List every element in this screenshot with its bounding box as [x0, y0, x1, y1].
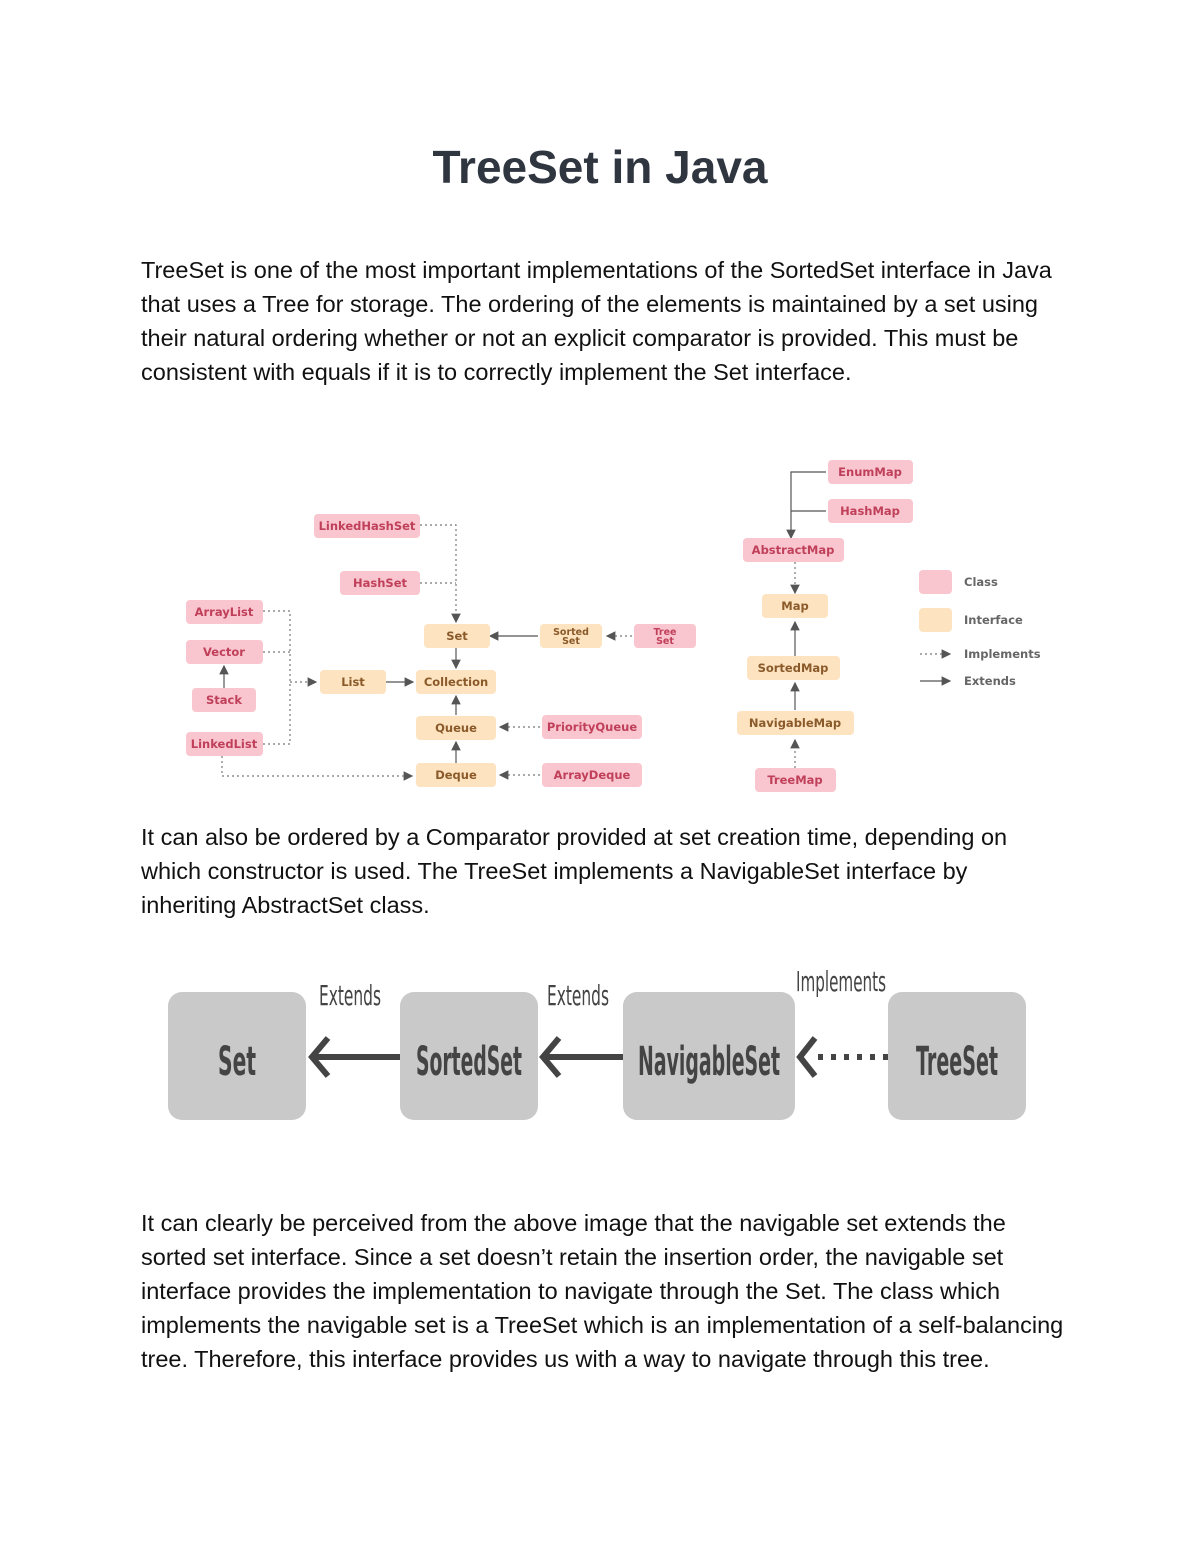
node-queue	[416, 716, 496, 740]
class-nodes	[186, 460, 952, 792]
legend-interface-swatch	[919, 608, 952, 632]
node-stack	[192, 688, 256, 712]
node-treemap	[755, 768, 836, 792]
label-queue: Queue	[435, 721, 477, 735]
interface-nodes	[320, 594, 952, 787]
label-navigablemap: NavigableMap	[749, 716, 841, 730]
legend-interface-label: Interface	[964, 613, 1023, 627]
node-list	[320, 670, 386, 694]
label-sortedmap: SortedMap	[758, 661, 829, 675]
node-treeset	[634, 624, 696, 648]
implements-label: Implements	[796, 965, 886, 998]
node-sortedmap	[747, 656, 840, 680]
node-set	[424, 624, 490, 648]
node-abstractmap	[743, 538, 844, 562]
node-enummap	[828, 460, 913, 484]
extends-label-2: Extends	[547, 979, 609, 1012]
node-deque	[416, 763, 496, 787]
node-linkedlist	[186, 732, 263, 756]
node-arraylist	[186, 600, 263, 624]
node-hashmap	[828, 499, 913, 523]
box-set-label: Set	[218, 1039, 256, 1085]
label-linkedhashset: LinkedHashSet	[319, 519, 416, 533]
label-arraydeque: ArrayDeque	[554, 768, 631, 782]
node-priorityqueue	[542, 715, 642, 739]
label-treeset-1: Tree	[653, 627, 676, 638]
legend-class-swatch	[919, 570, 952, 594]
label-enummap: EnumMap	[838, 465, 902, 479]
navigable-set-paragraph: It can clearly be perceived from the abo…	[141, 1210, 1064, 1372]
box-sortedset	[400, 992, 538, 1120]
label-set: Set	[446, 629, 468, 643]
node-linkedhashset	[314, 514, 420, 538]
label-vector: Vector	[203, 645, 245, 659]
box-navigableset-label: NavigableSet	[638, 1039, 780, 1085]
label-deque: Deque	[435, 768, 477, 782]
node-arraydeque	[542, 763, 642, 787]
legend-class-label: Class	[964, 575, 998, 589]
label-treemap: TreeMap	[767, 773, 822, 787]
label-arraylist: ArrayList	[195, 605, 254, 619]
label-sortedset-2: Set	[562, 636, 580, 647]
label-abstractmap: AbstractMap	[752, 543, 835, 557]
intro-paragraph: TreeSet is one of the most important imp…	[141, 257, 1052, 385]
label-sortedset-1: Sorted	[553, 627, 589, 638]
comparator-paragraph: It can also be ordered by a Comparator p…	[141, 824, 1008, 918]
node-map	[762, 594, 828, 618]
label-collection: Collection	[424, 675, 488, 689]
node-collection	[416, 670, 496, 694]
label-linkedlist: LinkedList	[191, 737, 258, 751]
node-hashset	[340, 571, 420, 595]
legend-implements-label: Implements	[964, 647, 1041, 661]
box-treeset	[888, 992, 1026, 1120]
label-stack: Stack	[206, 693, 242, 707]
label-treeset-2: Set	[656, 636, 674, 647]
node-vector	[186, 640, 263, 664]
box-set	[168, 992, 306, 1120]
node-sortedset	[540, 624, 602, 648]
label-priorityqueue: PriorityQueue	[547, 720, 637, 734]
extends-label-1: Extends	[319, 979, 381, 1012]
page-title: TreeSet in Java	[432, 141, 768, 193]
label-hashset: HashSet	[353, 576, 407, 590]
label-hashmap: HashMap	[840, 504, 900, 518]
box-treeset-label: TreeSet	[916, 1039, 998, 1085]
legend-extends-label: Extends	[964, 674, 1016, 688]
label-list: List	[341, 675, 365, 689]
node-navigablemap	[737, 711, 854, 735]
label-map: Map	[781, 599, 808, 613]
box-navigableset	[623, 992, 795, 1120]
box-sortedset-label: SortedSet	[416, 1039, 522, 1085]
